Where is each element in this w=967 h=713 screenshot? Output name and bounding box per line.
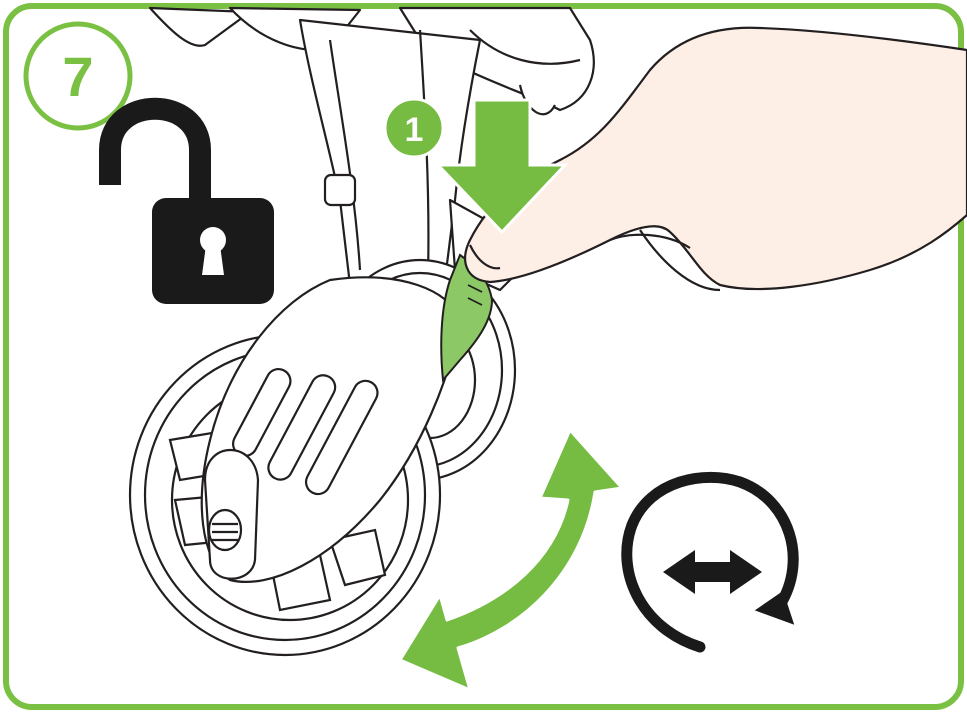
action-number: 1 xyxy=(405,111,424,149)
action-number-badge: 1 xyxy=(385,99,443,157)
step-number: 7 xyxy=(62,45,93,108)
step-number-badge: 7 xyxy=(26,24,130,128)
